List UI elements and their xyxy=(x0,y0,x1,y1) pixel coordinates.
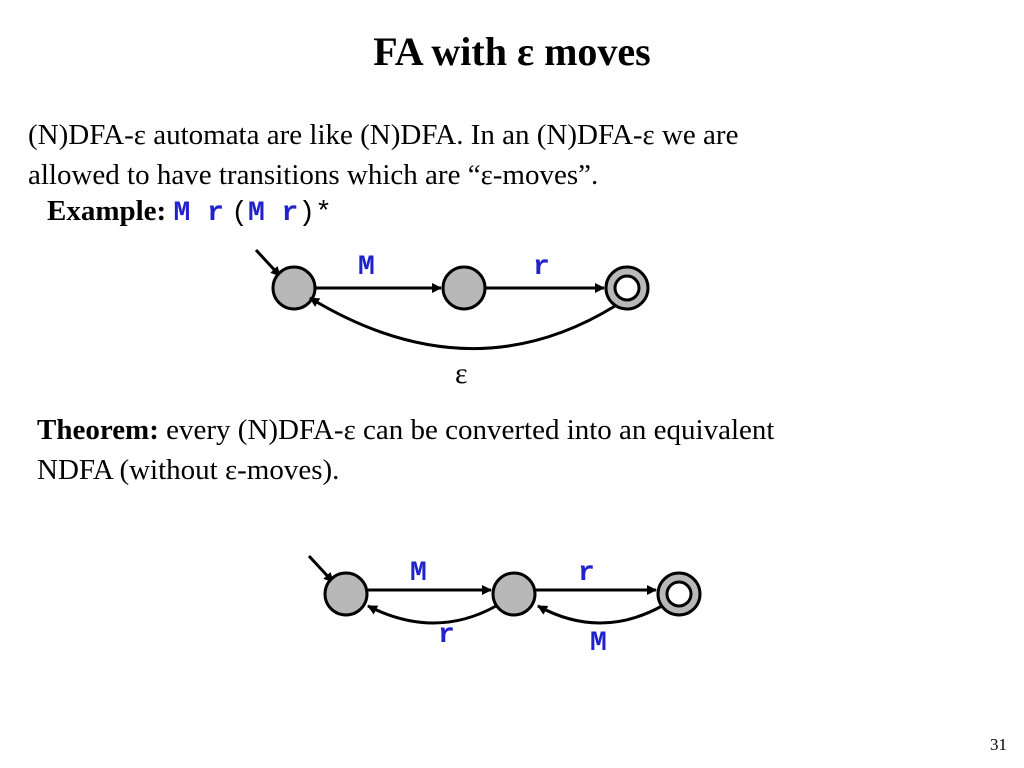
state-2-start xyxy=(323,571,369,617)
example-line: Example: M r (M r)* xyxy=(47,195,332,229)
state-1-start xyxy=(271,265,317,311)
theorem-paragraph: Theorem: every (N)DFA-ε can be converted… xyxy=(37,410,977,490)
theorem-line-2: NDFA (without ε-moves). xyxy=(37,454,340,486)
label-1-M: M xyxy=(358,252,375,283)
start-arrow-2 xyxy=(307,554,335,584)
example-paren-close: )* xyxy=(298,198,332,229)
label-2-r-top: r xyxy=(578,558,595,589)
state-1-middle xyxy=(441,265,487,311)
example-paren-open: ( xyxy=(231,198,248,229)
diagram-nfa-equivalent: M r r M xyxy=(307,554,702,659)
transition-2-M-back xyxy=(537,604,663,625)
label-2-M-top: M xyxy=(410,558,427,589)
intro-line-2: allowed to have transitions which are “ε… xyxy=(28,159,599,191)
page-number: 31 xyxy=(990,735,1007,754)
label-2-M-bottom: M xyxy=(590,628,607,659)
label-1-r: r xyxy=(533,252,550,283)
label-2-r-bottom: r xyxy=(438,620,455,651)
example-regex-part1: M r xyxy=(173,198,224,229)
theorem-text-1: every (N)DFA-ε can be converted into an … xyxy=(158,414,775,446)
slide-title: FA with ε moves xyxy=(373,29,651,74)
diagram-epsilon-nfa: M r ε xyxy=(254,248,650,390)
theorem-label: Theorem: xyxy=(37,414,159,446)
intro-line-1: (N)DFA-ε automata are like (N)DFA. In an… xyxy=(28,119,739,151)
intro-paragraph: (N)DFA-ε automata are like (N)DFA. In an… xyxy=(28,115,958,195)
state-1-final-inner xyxy=(613,274,641,302)
example-regex-part2: M r xyxy=(247,198,299,229)
state-2-final-inner xyxy=(665,580,693,608)
transition-2-r-back xyxy=(367,604,497,625)
label-1-epsilon: ε xyxy=(455,357,468,390)
example-label: Example: xyxy=(47,195,167,227)
transition-1-epsilon xyxy=(309,296,616,351)
state-2-middle xyxy=(491,571,537,617)
theorem-line-1: Theorem: every (N)DFA-ε can be converted… xyxy=(37,410,977,450)
start-arrow-1 xyxy=(254,248,282,278)
